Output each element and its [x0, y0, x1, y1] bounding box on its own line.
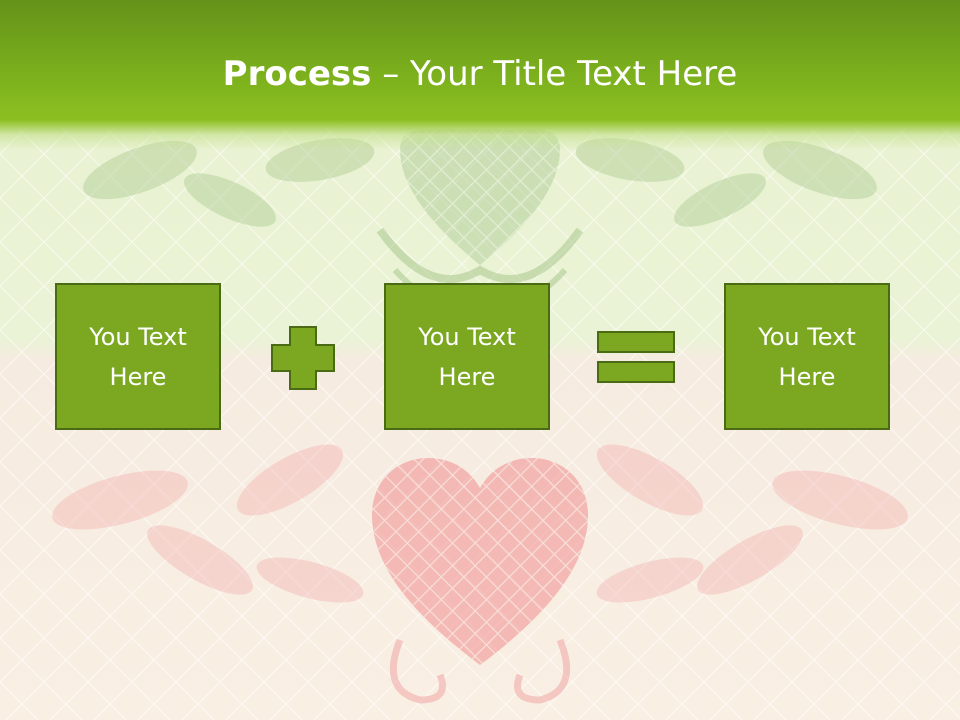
- title-bold: Process: [222, 54, 372, 94]
- title-band: [0, 0, 960, 150]
- title-rest: Your Title Text Here: [410, 54, 738, 94]
- title-dash: –: [371, 54, 411, 94]
- process-box-2[interactable]: You Text Here: [384, 283, 550, 430]
- process-box-1[interactable]: You Text Here: [55, 283, 221, 430]
- process-box-3[interactable]: You Text Here: [724, 283, 890, 430]
- slide-title: Process – Your Title Text Here: [0, 52, 960, 96]
